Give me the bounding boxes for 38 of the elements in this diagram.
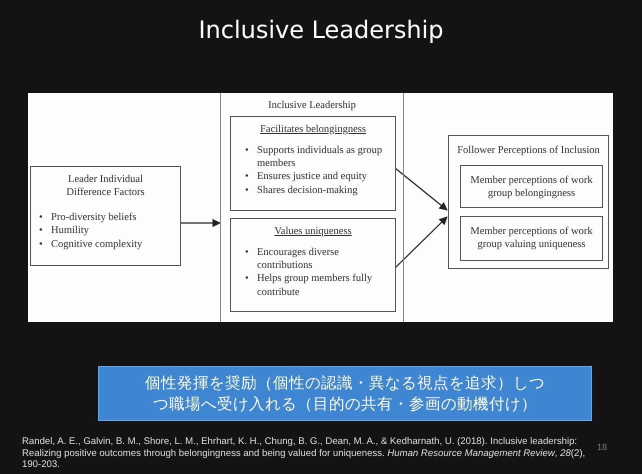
process-box: [30, 166, 181, 266]
box-heading: Follower Perceptions of Inclusion: [456, 144, 601, 158]
bullet-item: Encourages diverse contributions: [257, 246, 340, 272]
arrow: [181, 218, 221, 228]
page-number: 18: [597, 442, 608, 452]
box-heading: Member perceptions of work group belongingness: [469, 174, 594, 200]
bullet-mark: •: [39, 211, 44, 224]
process-box: [460, 165, 603, 208]
arrow: [394, 216, 448, 268]
bullet-item: Helps group members fully contribute: [257, 272, 374, 299]
column-panel: [220, 93, 404, 322]
box-heading: Leader Individual Difference Factors: [65, 173, 146, 200]
bullet-mark: •: [39, 224, 44, 238]
process-box: [230, 218, 396, 312]
bullet-mark: •: [39, 238, 44, 251]
bullet-mark: •: [245, 144, 250, 158]
box-heading: Member perceptions of work group valuing uniqueness: [469, 225, 594, 252]
bullet-item: Supports individuals as group members: [257, 144, 384, 170]
bullet-item: Humility: [51, 224, 89, 238]
box-heading: Values uniqueness: [273, 225, 353, 238]
process-box: [448, 135, 609, 269]
bullet-item: Pro-diversity beliefs: [51, 211, 136, 224]
bullet-item: Shares decision-making: [257, 184, 358, 197]
bullet-mark: •: [245, 246, 250, 260]
arrow: [394, 168, 448, 211]
citation-text: Randel, A. E., Galvin, B. M., Shore, L. M., Ehrhart, K. H., Chung, B. G., Dean, M. A., & Kedharnath, U. (2018). Inclusive leadership: Realizing positive outcomes through belongingness and being valued for uniqueness. Human Resource Management Review, 28(2), 190-203.: [22, 436, 586, 470]
bullet-item: Ensures justice and equity: [257, 170, 367, 184]
slide-title: Inclusive Leadership: [197, 16, 445, 44]
bullet-item: Cognitive complexity: [51, 238, 142, 251]
box-heading: Inclusive Leadership: [267, 99, 357, 112]
process-box: [460, 216, 603, 261]
banner-box: [98, 366, 592, 421]
bullet-mark: •: [245, 272, 250, 286]
bullet-mark: •: [245, 170, 250, 184]
banner-text: 個性発揮を奨励（個性の認識・異なる視点を追求）しつつ職場へ受け入れる（目的の共有・参画の動機付け）: [144, 373, 546, 414]
bullet-mark: •: [245, 184, 250, 197]
process-box: [230, 116, 396, 211]
box-heading: Facilitates belongingness: [259, 123, 367, 136]
